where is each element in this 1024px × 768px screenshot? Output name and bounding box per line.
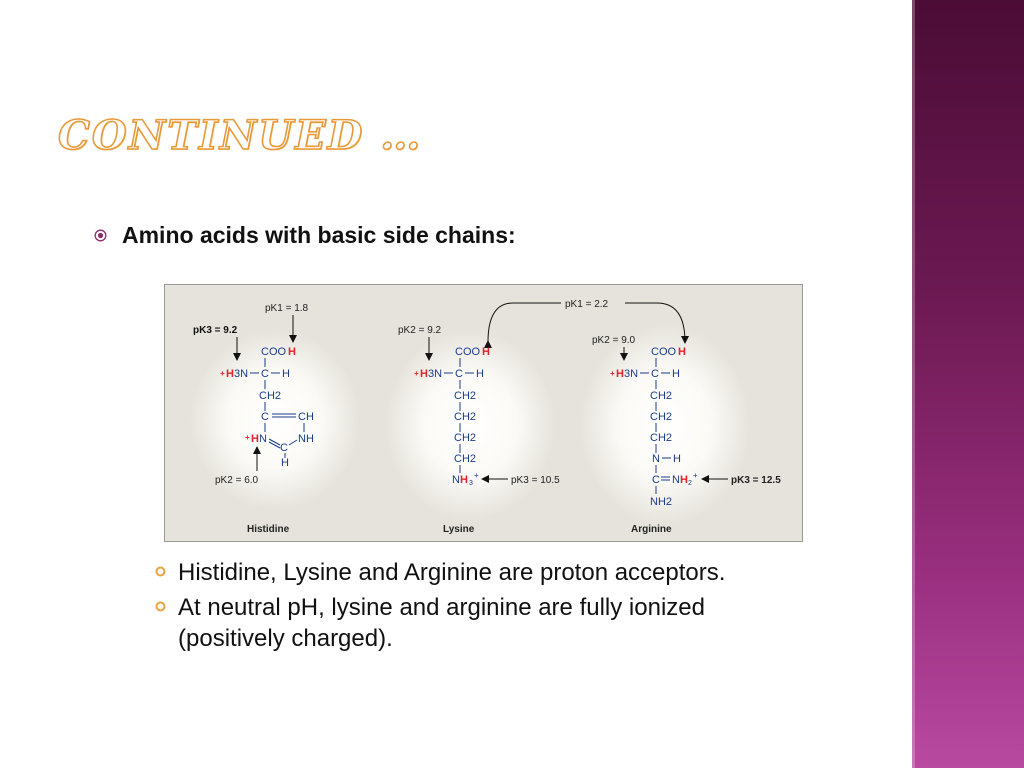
histidine-name: Histidine — [247, 524, 290, 535]
lysine-arginine-pk1-label: pK1 = 2.2 — [565, 299, 609, 310]
arginine-guan-sub: 2 — [688, 480, 692, 487]
amino-acid-figure: pK1 = 1.8 pK3 = 9.2 COO H + H 3N C H CH2… — [164, 284, 803, 542]
histidine-ring-h: H — [281, 457, 289, 469]
arginine-acid-h: H — [678, 346, 686, 358]
histidine-structure: pK1 = 1.8 pK3 = 9.2 COO H + H 3N C H CH2… — [193, 303, 314, 535]
lysine-amino-plus: + — [414, 369, 419, 378]
arginine-guan-h: H — [680, 474, 688, 486]
arginine-alpha-h: H — [672, 368, 680, 380]
histidine-ring-plus: + — [245, 433, 250, 442]
lysine-pk3-label: pK3 = 10.5 — [511, 475, 560, 486]
lysine-end-h: H — [460, 474, 468, 486]
histidine-ring-nh: NH — [298, 433, 314, 445]
histidine-glow — [190, 330, 360, 510]
lysine-name: Lysine — [443, 524, 475, 535]
circle-bullet-icon — [94, 229, 107, 242]
arginine-nh2: NH2 — [650, 496, 672, 508]
arginine-nh-h: H — [673, 453, 681, 465]
histidine-pk2-label: pK2 = 6.0 — [215, 475, 259, 486]
arginine-pk3-label: pK3 = 12.5 — [731, 475, 781, 486]
main-bullet-line: Amino acids with basic side chains: — [94, 222, 516, 249]
arginine-pk2-label: pK2 = 9.0 — [592, 335, 636, 346]
lysine-amino-n: 3N — [428, 368, 442, 380]
histidine-ring-ch: CH — [298, 411, 314, 423]
slide-title: CONTINUED … — [57, 111, 423, 160]
histidine-ch2: CH2 — [259, 390, 281, 402]
sub-bullet-1: Histidine, Lysine and Arginine are proto… — [155, 557, 855, 588]
histidine-cooh: COO — [261, 346, 287, 358]
lysine-ch2-3: CH2 — [454, 432, 476, 444]
decorative-side-band — [912, 0, 1024, 768]
lysine-ch2-1: CH2 — [454, 390, 476, 402]
lysine-cooh: COO — [455, 346, 481, 358]
lysine-pk2-label: pK2 = 9.2 — [398, 325, 442, 336]
histidine-acid-h: H — [288, 346, 296, 358]
histidine-amino-h: H — [226, 368, 234, 380]
orange-circle-bullet-icon — [155, 566, 166, 577]
lysine-glow — [385, 330, 555, 520]
arginine-name: Arginine — [631, 524, 672, 535]
arginine-guan-n: N — [672, 474, 680, 486]
arginine-cooh: COO — [651, 346, 677, 358]
histidine-alpha-h: H — [282, 368, 290, 380]
histidine-ring-n: N — [259, 433, 267, 445]
arginine-structure: pK2 = 9.0 COO H + H 3N C H CH2 CH2 CH2 N… — [592, 335, 781, 535]
histidine-alpha-c: C — [261, 368, 269, 380]
arginine-ch2-1: CH2 — [650, 390, 672, 402]
arginine-nh-n: N — [652, 453, 660, 465]
arginine-guan-plus: + — [693, 471, 698, 480]
orange-circle-bullet-icon — [155, 601, 166, 612]
arginine-ch2-3: CH2 — [650, 432, 672, 444]
lysine-structure: pK2 = 9.2 COO H + H 3N C H CH2 CH2 CH2 C… — [398, 325, 560, 535]
histidine-ring-c2: C — [280, 442, 288, 454]
histidine-ring-nh-h: H — [251, 433, 259, 445]
lysine-end-sub: 3 — [469, 480, 473, 487]
lysine-end-n: N — [452, 474, 460, 486]
shared-pk1-arrow: pK1 = 2.2 — [483, 299, 689, 349]
main-bullet-text: Amino acids with basic side chains: — [122, 222, 516, 248]
lysine-end-plus: + — [474, 471, 479, 480]
arginine-guan-c: C — [652, 474, 660, 486]
sub-bullet-1-text: Histidine, Lysine and Arginine are proto… — [178, 559, 726, 586]
lysine-ch2-4: CH2 — [454, 453, 476, 465]
arginine-ch2-2: CH2 — [650, 411, 672, 423]
lysine-ch2-2: CH2 — [454, 411, 476, 423]
histidine-amino-n: 3N — [234, 368, 248, 380]
arginine-amino-h: H — [616, 368, 624, 380]
arginine-amino-plus: + — [610, 369, 615, 378]
sub-bullet-2-text: At neutral pH, lysine and arginine are f… — [178, 594, 705, 652]
arginine-alpha-c: C — [651, 368, 659, 380]
lysine-alpha-h: H — [476, 368, 484, 380]
histidine-pk1-label: pK1 = 1.8 — [265, 303, 309, 314]
arginine-amino-n: 3N — [624, 368, 638, 380]
lysine-amino-h: H — [420, 368, 428, 380]
lysine-acid-h: H — [482, 346, 490, 358]
amino-acid-structures: pK1 = 1.8 pK3 = 9.2 COO H + H 3N C H CH2… — [165, 285, 802, 541]
lysine-alpha-c: C — [455, 368, 463, 380]
histidine-pk3-label: pK3 = 9.2 — [193, 325, 238, 336]
histidine-amino-plus: + — [220, 369, 225, 378]
histidine-ring-c: C — [261, 411, 269, 423]
side-band-highlight — [912, 0, 915, 768]
sub-bullet-2: At neutral pH, lysine and arginine are f… — [155, 592, 855, 654]
